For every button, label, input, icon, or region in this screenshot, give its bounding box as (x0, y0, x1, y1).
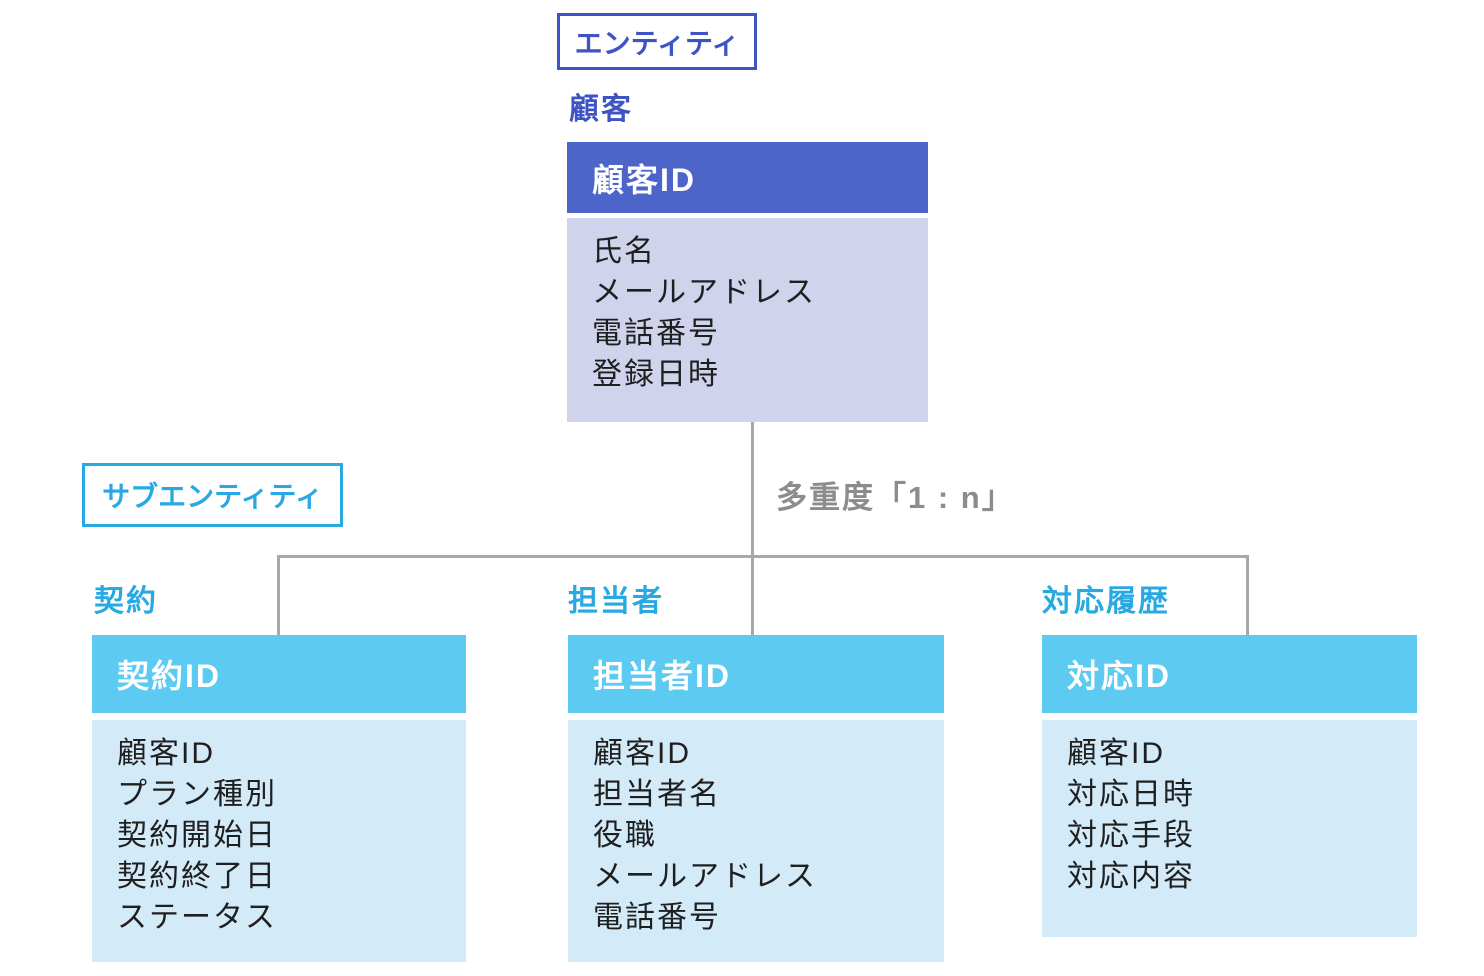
attribute-row: 対応日時 (1067, 778, 1195, 811)
entity-attributes-contract: 顧客ID プラン種別 契約開始日 契約終了日 ステータス (92, 720, 466, 962)
attribute-row: ステータス (117, 901, 277, 934)
attribute-row: 顧客ID (593, 737, 691, 770)
connector-vertical-customer (751, 422, 754, 558)
attribute-row: メールアドレス (592, 276, 816, 309)
attribute-row: 氏名 (592, 235, 656, 268)
entity-key-response-id: 対応ID (1042, 635, 1417, 713)
entity-key-contract-id: 契約ID (92, 635, 466, 713)
entity-title-history: 対応履歴 (1042, 585, 1170, 618)
entity-attributes-staff: 顧客ID 担当者名 役職 メールアドレス 電話番号 (568, 720, 944, 962)
entity-attributes-customer: 氏名 メールアドレス 電話番号 登録日時 (567, 218, 928, 422)
connector-horizontal-branch (277, 555, 1249, 558)
attribute-row: 役職 (593, 819, 657, 852)
connector-stub-staff (751, 555, 754, 635)
attribute-row: メールアドレス (593, 860, 817, 893)
attribute-row: 契約終了日 (117, 860, 277, 893)
entity-title-customer: 顧客 (569, 93, 633, 126)
attribute-row: 顧客ID (117, 737, 215, 770)
attribute-row: 担当者名 (593, 778, 721, 811)
entity-title-contract: 契約 (94, 585, 158, 618)
attribute-row: 契約開始日 (117, 819, 277, 852)
connector-stub-history (1246, 555, 1249, 635)
attribute-row: 電話番号 (592, 317, 720, 350)
attribute-row: 顧客ID (1067, 737, 1165, 770)
sub-entity-section-label: サブエンティティ (82, 463, 343, 527)
entity-title-staff: 担当者 (568, 585, 664, 618)
entity-attributes-history: 顧客ID 対応日時 対応手段 対応内容 (1042, 720, 1417, 937)
attribute-row: 対応内容 (1067, 860, 1195, 893)
entity-section-label: エンティティ (557, 13, 757, 70)
attribute-row: プラン種別 (117, 778, 277, 811)
connector-stub-contract (277, 555, 280, 635)
multiplicity-label: 多重度「1 : n」 (776, 480, 1015, 515)
attribute-row: 対応手段 (1067, 819, 1195, 852)
attribute-row: 電話番号 (593, 901, 721, 934)
attribute-row: 登録日時 (592, 358, 720, 391)
entity-key-staff-id: 担当者ID (568, 635, 944, 713)
entity-key-customer-id: 顧客ID (567, 142, 928, 213)
